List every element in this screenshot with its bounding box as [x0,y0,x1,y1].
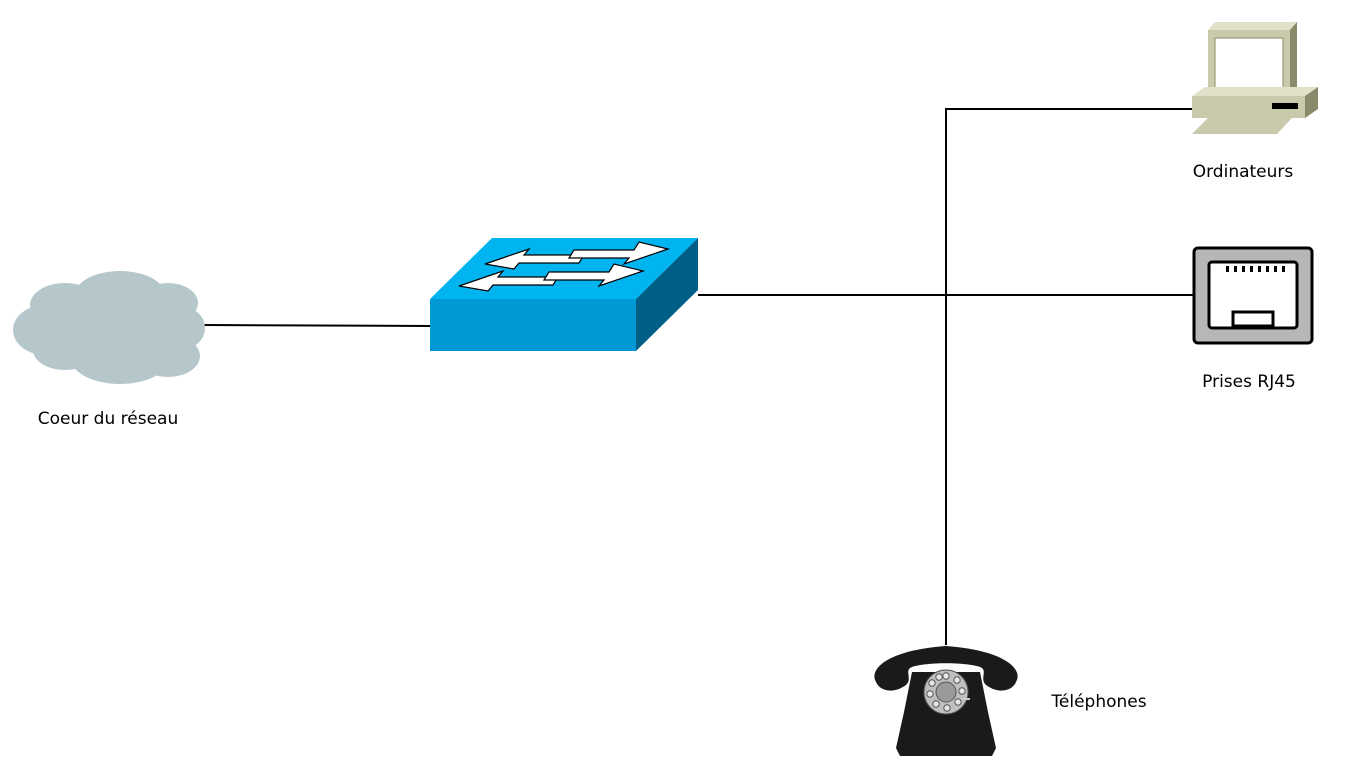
telephone-icon[interactable] [874,646,1018,756]
connections [202,108,1193,645]
switch-arrows-icon [458,241,671,292]
computers-label: Ordinateurs [1193,162,1294,182]
telephones-label: Téléphones [1050,692,1146,712]
rj45-port-icon[interactable] [1192,246,1314,345]
computer-icon[interactable] [1192,22,1318,134]
rj45-label: Prises RJ45 [1202,372,1296,392]
cloud-icon[interactable] [13,271,205,384]
core-network-label: Coeur du réseau [38,409,178,429]
network-switch-icon[interactable] [430,238,698,351]
link-switch-computers-phones [945,108,1193,645]
link-core-switch [202,324,431,327]
